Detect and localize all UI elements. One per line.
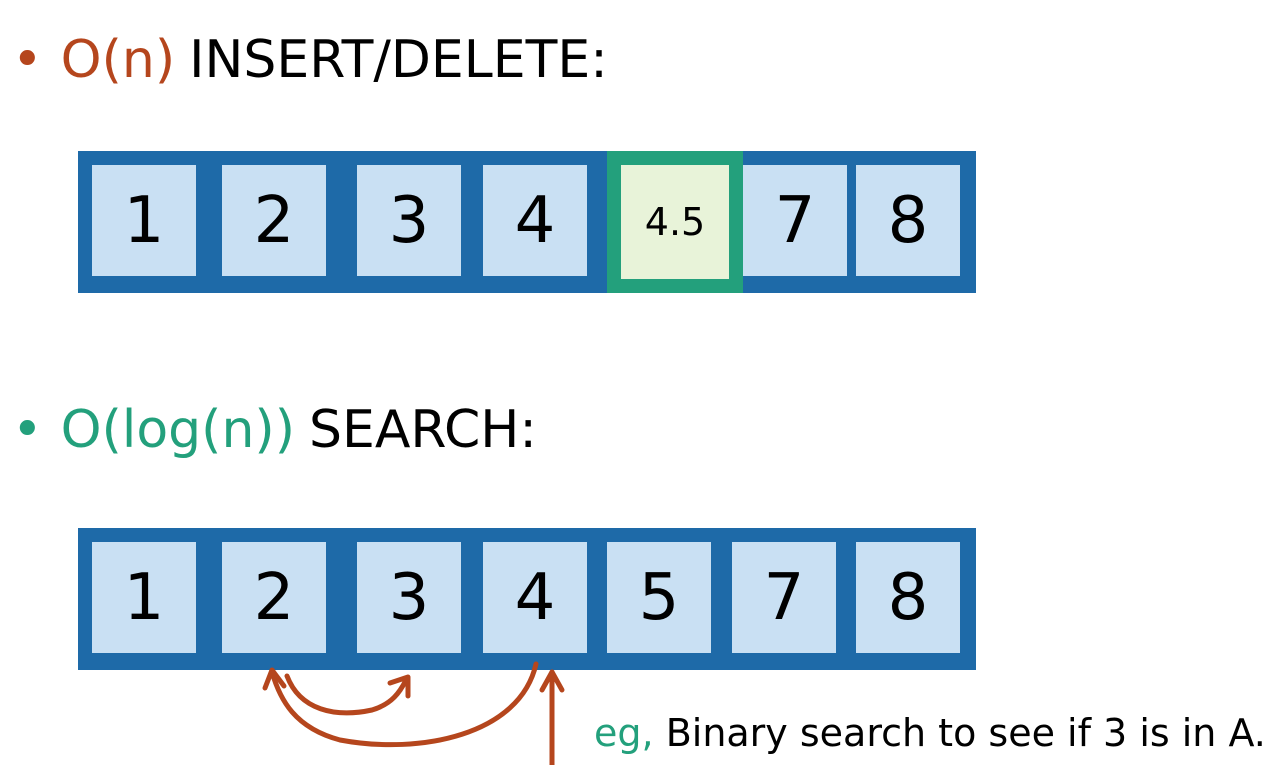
insert-delete-heading: •O(n)INSERT/DELETE: — [12, 34, 608, 86]
arrow-head-middle — [539, 669, 565, 693]
inserted-array-cell: 4.5 — [607, 151, 743, 293]
array-cell: 2 — [222, 542, 326, 653]
array-cell: 1 — [92, 165, 196, 276]
array-cell: 4 — [483, 542, 587, 653]
search-heading: •O(log(n))SEARCH: — [12, 404, 537, 456]
array-cell: 2 — [222, 165, 326, 276]
bullet-dot: • — [12, 400, 43, 460]
arrow-middle-to-left — [269, 661, 539, 748]
array-cell: 3 — [357, 542, 461, 653]
array-cell: 4 — [483, 165, 587, 276]
bullet-dot: • — [12, 30, 43, 90]
caption: eg, Binary search to see if 3 is in A. — [594, 714, 1266, 752]
array-cell: 8 — [856, 165, 960, 276]
arrow-left-to-target — [284, 673, 409, 716]
array-cell: 7 — [743, 165, 847, 276]
array-cell: 5 — [607, 542, 711, 653]
array-cell: 3 — [357, 165, 461, 276]
arrow-head-target — [387, 674, 411, 699]
array-cell: 7 — [732, 542, 836, 653]
caption-text: Binary search to see if 3 is in A. — [665, 711, 1266, 755]
search-label: SEARCH: — [308, 400, 537, 460]
insert-array: 1 2 3 4 4.5 7 8 — [78, 151, 976, 293]
insert-complexity: O(n) — [60, 30, 176, 90]
arrow-head-left — [262, 667, 287, 691]
insert-delete-label: INSERT/DELETE: — [189, 30, 608, 90]
search-array: 1 2 3 4 5 7 8 — [78, 528, 976, 670]
array-cell: 1 — [92, 542, 196, 653]
array-cell: 8 — [856, 542, 960, 653]
search-complexity: O(log(n)) — [60, 400, 295, 460]
caption-prefix: eg, — [594, 711, 654, 755]
